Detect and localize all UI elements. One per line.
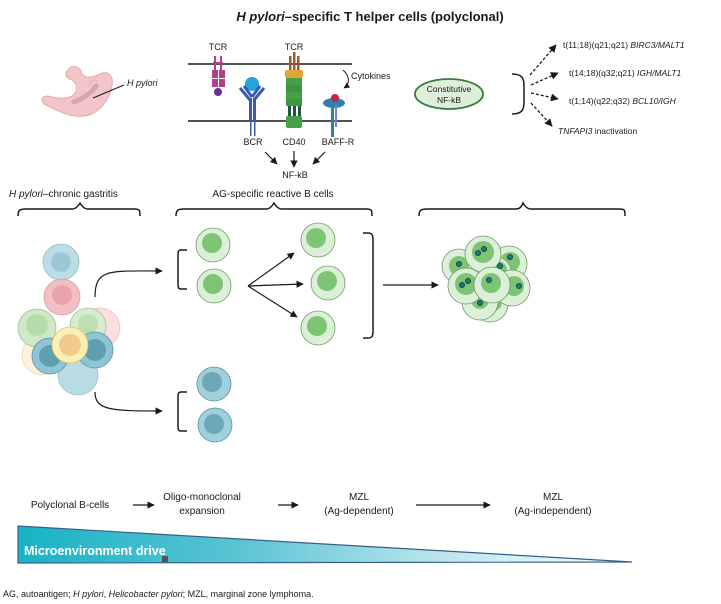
cytokines-label: Cytokines <box>351 71 391 81</box>
green-b-cell <box>300 310 336 346</box>
stage-polyclonal: Polyclonal B-cells <box>31 500 109 511</box>
nfkb-label: NF-kB <box>282 170 308 180</box>
diagram-title: H pylori–specific T helper cells (polycl… <box>236 9 503 24</box>
stage-oligo-line2: expansion <box>179 506 225 517</box>
bracket-blue-pair <box>177 391 187 432</box>
wedge-marker <box>162 556 168 562</box>
tnfaip3-inactivation: TNFAPI3 inactivation <box>558 126 637 136</box>
green-b-cell <box>195 227 231 263</box>
stomach-illustration <box>41 66 113 117</box>
dashed-arrow-4 <box>530 102 553 127</box>
stage-mzl-dep-line1: MZL <box>349 492 369 503</box>
fan-arrow-mid <box>247 280 304 288</box>
translocation-3: t(1;14)(q22;q32) BCL10/IGH <box>569 96 677 106</box>
section-gastritis-label: H pylori–chronic gastritis <box>9 189 118 200</box>
green-b-cell <box>300 222 336 258</box>
brace-mzl <box>418 201 626 217</box>
dashed-arrow-1 <box>529 44 557 76</box>
baffr-label: BAFF-R <box>322 137 355 147</box>
brace-ag-specific <box>175 201 373 217</box>
baffr-receptor <box>323 94 345 137</box>
translocation-1: t(11;18)(q21;q21) BIRC3/MALT1 <box>563 40 685 50</box>
bcr-label: BCR <box>243 137 263 147</box>
green-b-cell <box>196 268 232 304</box>
mzl-cell-cluster <box>441 235 531 323</box>
h-pylori-label: H pylori <box>127 78 159 88</box>
constitutive-line1: Constitutive <box>427 84 472 94</box>
bracket-green-pair <box>177 249 187 290</box>
stage-mzl-indep-line1: MZL <box>543 492 563 503</box>
polyclonal-b-cell-cluster <box>17 243 121 396</box>
microenvironment-drive-label: Microenvironment drive <box>24 544 166 558</box>
cd40-label: CD40 <box>282 137 305 147</box>
tcr-left-receptor <box>212 56 225 96</box>
bcr-to-nfkb-arrow <box>264 151 278 165</box>
translocation-2: t(14;18)(q32;q21) IGH/MALT1 <box>569 68 682 78</box>
stage-mzl-indep-line2: (Ag-independent) <box>514 506 591 517</box>
bracket-constitutive <box>511 73 525 115</box>
cd40-receptor <box>285 52 303 128</box>
h-pylori-pointer <box>92 84 125 99</box>
constitutive-line2: NF-kB <box>437 95 461 105</box>
baffr-to-nfkb-arrow <box>312 151 326 165</box>
brace-gastritis <box>17 201 141 217</box>
footnote: AG, autoantigen; H pylori, Helicobacter … <box>3 589 314 599</box>
bracket-expansion <box>363 232 374 339</box>
fan-arrow-down <box>247 285 298 318</box>
stage-mzl-dep-line2: (Ag-dependent) <box>324 506 394 517</box>
bcr-receptor <box>238 77 266 136</box>
blue-b-cell <box>196 366 232 402</box>
stage-oligo-line1: Oligo-monoclonal <box>163 492 241 503</box>
tcr-right-label: TCR <box>285 42 304 52</box>
arrow-to-blue-cells <box>94 391 163 415</box>
constitutive-nfkb-ellipse <box>414 78 484 110</box>
dashed-arrow-2 <box>530 72 559 86</box>
blue-b-cell <box>197 407 233 443</box>
fan-arrow-up <box>247 252 295 287</box>
tcr-left-label: TCR <box>209 42 228 52</box>
green-b-cell <box>310 265 346 301</box>
dashed-arrow-3 <box>530 92 559 102</box>
microenvironment-drive-wedge <box>17 525 633 564</box>
arrow-to-green-cells <box>94 267 163 298</box>
cytokines-arrow <box>342 69 351 89</box>
section-ag-specific-label: AG-specific reactive B cells <box>212 189 333 200</box>
